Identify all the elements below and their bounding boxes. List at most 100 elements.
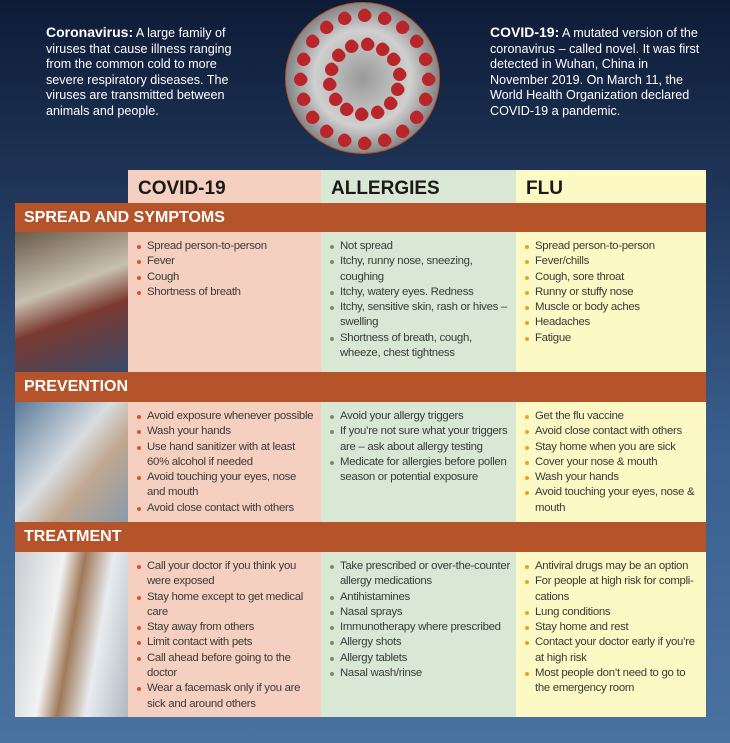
list-item: Avoid touching your eyes, nose & mouth bbox=[524, 485, 700, 516]
list-item: Fever/chills bbox=[524, 254, 700, 269]
spike-protein bbox=[321, 59, 341, 79]
list-item: Wash your hands bbox=[136, 424, 315, 439]
list-item: Call your doctor if you think you were e… bbox=[136, 559, 315, 590]
spike-protein bbox=[317, 122, 337, 141]
bullet-list: Take prescribed or over-the-counter alle… bbox=[329, 559, 510, 681]
cell-covid-treatment: Call your doctor if you think you were e… bbox=[128, 552, 321, 717]
spike-protein bbox=[416, 90, 435, 109]
list-item: Avoid exposure whenever possible bbox=[136, 409, 315, 424]
list-item: Cough bbox=[136, 270, 315, 285]
spike-protein bbox=[335, 9, 354, 28]
spike-protein bbox=[320, 75, 340, 94]
list-item: Runny or stuffy nose bbox=[524, 285, 700, 300]
list-item: Fatigue bbox=[524, 331, 700, 346]
spike-protein bbox=[407, 107, 426, 127]
section-treatment: TREATMENT bbox=[15, 522, 706, 552]
list-item: Nasal wash/rinse bbox=[329, 666, 510, 681]
bullet-list: Call your doctor if you think you were e… bbox=[136, 559, 315, 712]
spike-protein bbox=[317, 18, 337, 37]
list-item: Allergy shots bbox=[329, 635, 510, 650]
list-item: Immunotherapy where prescribed bbox=[329, 620, 510, 635]
list-item: Medicate for allergies before pollen sea… bbox=[329, 455, 510, 486]
spike-protein bbox=[375, 9, 394, 28]
section-prevention: PREVENTION bbox=[15, 372, 706, 402]
list-item: Allergy tablets bbox=[329, 651, 510, 666]
list-item: Wear a facemask only if you are sick and… bbox=[136, 681, 315, 712]
list-item: Stay away from others bbox=[136, 620, 315, 635]
definition-term: Coronavirus: bbox=[46, 24, 134, 40]
list-item: Call ahead before going to the doctor bbox=[136, 651, 315, 682]
spike-protein bbox=[335, 131, 354, 150]
spike-protein bbox=[294, 50, 313, 69]
spike-protein bbox=[294, 90, 313, 109]
list-item: Avoid your allergy triggers bbox=[329, 409, 510, 424]
list-item: Stay home except to get medical care bbox=[136, 590, 315, 621]
definition-text: A mutated version of the coronavirus – c… bbox=[490, 26, 700, 118]
list-item: Lung conditions bbox=[524, 605, 700, 620]
list-item: Wash your hands bbox=[524, 470, 700, 485]
list-item: Contact your doctor early if you’re at h… bbox=[524, 635, 700, 666]
list-item: Cough, sore throat bbox=[524, 270, 700, 285]
list-item: If you’re not sure what your triggers ar… bbox=[329, 424, 510, 455]
list-item: Spread person-to-person bbox=[524, 239, 700, 254]
list-item: Nasal sprays bbox=[329, 605, 510, 620]
column-header-covid: COVID-19 bbox=[128, 170, 321, 203]
list-item: Antiviral drugs may be an option bbox=[524, 559, 700, 574]
list-item: Avoid close contact with others bbox=[524, 424, 700, 439]
list-item: Shortness of breath, cough, wheeze, ches… bbox=[329, 331, 510, 362]
list-item: Use hand sanitizer with at least 60% alc… bbox=[136, 440, 315, 471]
list-item: Shortness of breath bbox=[136, 285, 315, 300]
spike-protein bbox=[407, 32, 426, 52]
spike-protein bbox=[375, 131, 394, 150]
list-item: Stay home and rest bbox=[524, 620, 700, 635]
spike-protein bbox=[303, 107, 322, 127]
spike-protein bbox=[357, 35, 377, 54]
column-header-flu: FLU bbox=[516, 170, 706, 203]
list-item: Spread person-to-person bbox=[136, 239, 315, 254]
list-item: Fever bbox=[136, 254, 315, 269]
list-item: Take prescribed or over-the-counter alle… bbox=[329, 559, 510, 590]
spike-protein bbox=[355, 134, 374, 153]
list-item: Most people don’t need to go to the emer… bbox=[524, 666, 700, 697]
spike-protein bbox=[392, 122, 412, 141]
spike-protein bbox=[392, 18, 412, 37]
street-crowd-photo bbox=[15, 232, 128, 372]
coronavirus-definition: Coronavirus: A large family of viruses t… bbox=[46, 24, 246, 119]
spike-protein bbox=[416, 50, 435, 69]
spike-protein bbox=[355, 6, 374, 25]
list-item: Antihistamines bbox=[329, 590, 510, 605]
definition-term: COVID-19: bbox=[490, 24, 560, 40]
list-item: Itchy, runny nose, sneezing, coughing bbox=[329, 254, 510, 285]
list-item: Avoid touching your eyes, nose and mouth bbox=[136, 470, 315, 501]
list-item: Get the flu vaccine bbox=[524, 409, 700, 424]
list-item: Not spread bbox=[329, 239, 510, 254]
list-item: Itchy, sensitive skin, rash or hives – s… bbox=[329, 300, 510, 331]
spike-protein bbox=[419, 70, 438, 89]
spike-protein bbox=[389, 65, 409, 84]
section-spread-symptoms: SPREAD AND SYMPTOMS bbox=[15, 203, 706, 233]
list-item: Headaches bbox=[524, 315, 700, 330]
definition-text: A large family of viruses that cause ill… bbox=[46, 26, 232, 118]
column-header-allergies: ALLERGIES bbox=[321, 170, 516, 203]
list-item: Muscle or body aches bbox=[524, 300, 700, 315]
coronavirus-illustration bbox=[285, 2, 440, 154]
list-item: Avoid close contact with others bbox=[136, 501, 315, 516]
covid19-definition: COVID-19: A mutated version of the coron… bbox=[490, 24, 700, 119]
list-item: Limit contact with pets bbox=[136, 635, 315, 650]
cell-allergies-treatment: Take prescribed or over-the-counter alle… bbox=[321, 552, 516, 717]
list-item: Itchy, watery eyes. Redness bbox=[329, 285, 510, 300]
